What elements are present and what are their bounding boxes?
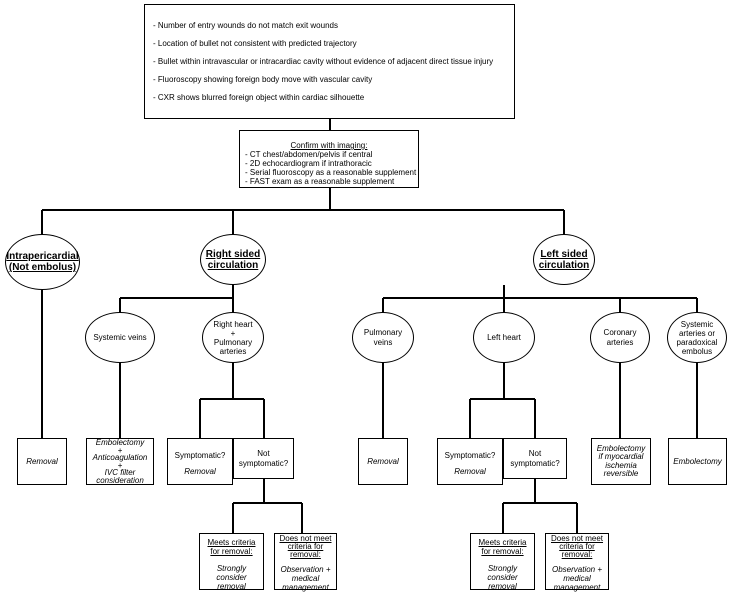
does-not-meet-line: removal:: [290, 550, 321, 559]
intrapericardial-label: Intrapericardial: [6, 251, 79, 262]
embolectomy-veins-box: Embolectomy + Anticoagulation + IVC filt…: [86, 438, 154, 485]
pulmonary-veins-line: veins: [373, 337, 393, 347]
criteria-item: - CXR shows blurred foreign object withi…: [153, 93, 365, 102]
strongly-consider-line: Strongly: [216, 564, 247, 573]
removal-label: Removal: [454, 467, 486, 476]
removal-label: Removal: [184, 467, 216, 476]
imaging-box: Confirm with imaging: - CT chest/abdomen…: [239, 130, 419, 188]
imaging-item: - CT chest/abdomen/pelvis if central: [245, 150, 373, 159]
meets-criteria-line: for removal:: [210, 547, 253, 556]
coronary-arteries-oval: Coronary arteries: [590, 312, 650, 363]
embolectomy-box: Embolectomy: [668, 438, 727, 485]
right-sided-label: Right sided: [205, 248, 261, 260]
left-heart-oval: Left heart: [473, 312, 535, 363]
meets-criteria-box-left: Meets criteria for removal: Strongly con…: [470, 533, 535, 591]
symptomatic-label: Symptomatic?: [444, 451, 496, 460]
observation-line: medical: [291, 574, 320, 583]
strongly-consider-line: consider: [487, 573, 518, 582]
right-heart-line: Pulmonary: [213, 337, 253, 347]
criteria-item: - Number of entry wounds do not match ex…: [153, 21, 338, 30]
symptomatic-box-right: Symptomatic? Removal: [167, 438, 233, 485]
removal-label: Removal: [26, 456, 58, 466]
systemic-veins-oval: Systemic veins: [85, 312, 155, 363]
not-symptomatic-box-right: Not symptomatic?: [233, 438, 294, 479]
not-symptomatic-line: Not: [257, 448, 270, 458]
not-symptomatic-line: symptomatic?: [238, 458, 289, 468]
outcome-line: Embolectomy: [95, 438, 145, 447]
systemic-arteries-line: paradoxical: [676, 337, 718, 347]
coronary-line: Coronary: [603, 327, 637, 337]
observation-line: management: [282, 583, 329, 592]
outcome-line: if myocardial: [598, 452, 644, 461]
outcome-line: ischemia: [605, 460, 637, 470]
not-symptomatic-box-left: Not symptomatic?: [503, 438, 567, 479]
strongly-consider-line: Strongly: [487, 564, 518, 573]
outcome-line: consideration: [96, 475, 144, 485]
strongly-consider-line: removal: [217, 582, 246, 591]
intrapericardial-sublabel: (Not embolus): [8, 262, 77, 273]
does-not-meet-line: removal:: [561, 550, 593, 559]
does-not-meet-box-left: Does not meet criteria for removal: Obse…: [545, 533, 609, 592]
criteria-box: - Number of entry wounds do not match ex…: [144, 4, 515, 119]
observation-line: medical: [563, 574, 591, 583]
removal-box-pulmonary: Removal: [358, 438, 408, 485]
does-not-meet-line: Does not meet: [279, 534, 332, 543]
outcome-line: +: [117, 445, 123, 455]
removal-label: Removal: [367, 456, 399, 466]
left-sided-sublabel: circulation: [538, 259, 590, 271]
not-symptomatic-line: symptomatic?: [510, 458, 560, 468]
outcome-line: Embolectomy: [596, 443, 646, 453]
imaging-item: - 2D echocardiogram if intrathoracic: [245, 159, 372, 168]
right-sided-oval: Right sided circulation: [200, 234, 266, 285]
strongly-consider-line: removal: [488, 582, 517, 591]
systemic-veins-label: Systemic veins: [93, 332, 147, 342]
right-heart-oval: Right heart + Pulmonary arteries: [202, 312, 264, 363]
left-sided-label: Left sided: [540, 248, 588, 260]
does-not-meet-box-right: Does not meet criteria for removal: Obse…: [274, 533, 337, 592]
removal-box-intrapericardial: Removal: [17, 438, 67, 485]
left-sided-oval: Left sided circulation: [533, 234, 595, 285]
right-sided-sublabel: circulation: [207, 259, 259, 271]
systemic-arteries-line: embolus: [681, 346, 713, 356]
does-not-meet-line: Does not meet: [550, 534, 604, 543]
intrapericardial-oval: Intrapericardial (Not embolus): [5, 234, 80, 290]
strongly-consider-line: consider: [216, 573, 247, 582]
does-not-meet-line: criteria for: [559, 542, 595, 551]
right-heart-line: +: [230, 328, 236, 338]
outcome-line: +: [117, 460, 123, 470]
embolectomy-label: Embolectomy: [673, 456, 722, 466]
coronary-line: arteries: [606, 337, 634, 347]
right-heart-line: arteries: [219, 346, 247, 356]
symptomatic-label: Symptomatic?: [174, 451, 226, 460]
meets-criteria-line: Meets criteria: [207, 538, 256, 547]
imaging-item: - Serial fluoroscopy as a reasonable sup…: [245, 168, 417, 177]
not-symptomatic-line: Not: [528, 448, 542, 458]
imaging-title: Confirm with imaging:: [290, 141, 368, 150]
meets-criteria-line: Meets criteria: [478, 538, 527, 547]
criteria-item: - Bullet within intravascular or intraca…: [153, 57, 494, 66]
observation-line: Observation +: [551, 565, 603, 574]
criteria-item: - Location of bullet not consistent with…: [153, 39, 357, 48]
systemic-arteries-line: arteries or: [678, 328, 715, 338]
outcome-line: IVC filter: [104, 468, 136, 477]
pulmonary-veins-line: Pulmonary: [363, 327, 403, 337]
symptomatic-box-left: Symptomatic? Removal: [437, 438, 503, 485]
systemic-arteries-line: Systemic: [680, 319, 714, 329]
imaging-item: - FAST exam as a reasonable supplement: [245, 177, 395, 186]
criteria-item: - Fluoroscopy showing foreign body move …: [153, 75, 373, 84]
outcome-line: Anticoagulation: [92, 453, 148, 462]
embolectomy-coronary-box: Embolectomy if myocardial ischemia rever…: [591, 438, 651, 485]
observation-line: Observation +: [280, 565, 331, 574]
does-not-meet-line: criteria for: [287, 542, 324, 551]
outcome-line: reversible: [603, 469, 639, 478]
systemic-arteries-oval: Systemic arteries or paradoxical embolus: [667, 312, 727, 363]
left-heart-label: Left heart: [487, 332, 521, 342]
meets-criteria-box-right: Meets criteria for removal: Strongly con…: [199, 533, 264, 591]
right-heart-line: Right heart: [213, 319, 253, 329]
pulmonary-veins-oval: Pulmonary veins: [352, 312, 414, 363]
meets-criteria-line: for removal:: [481, 547, 524, 556]
observation-line: management: [553, 583, 601, 592]
